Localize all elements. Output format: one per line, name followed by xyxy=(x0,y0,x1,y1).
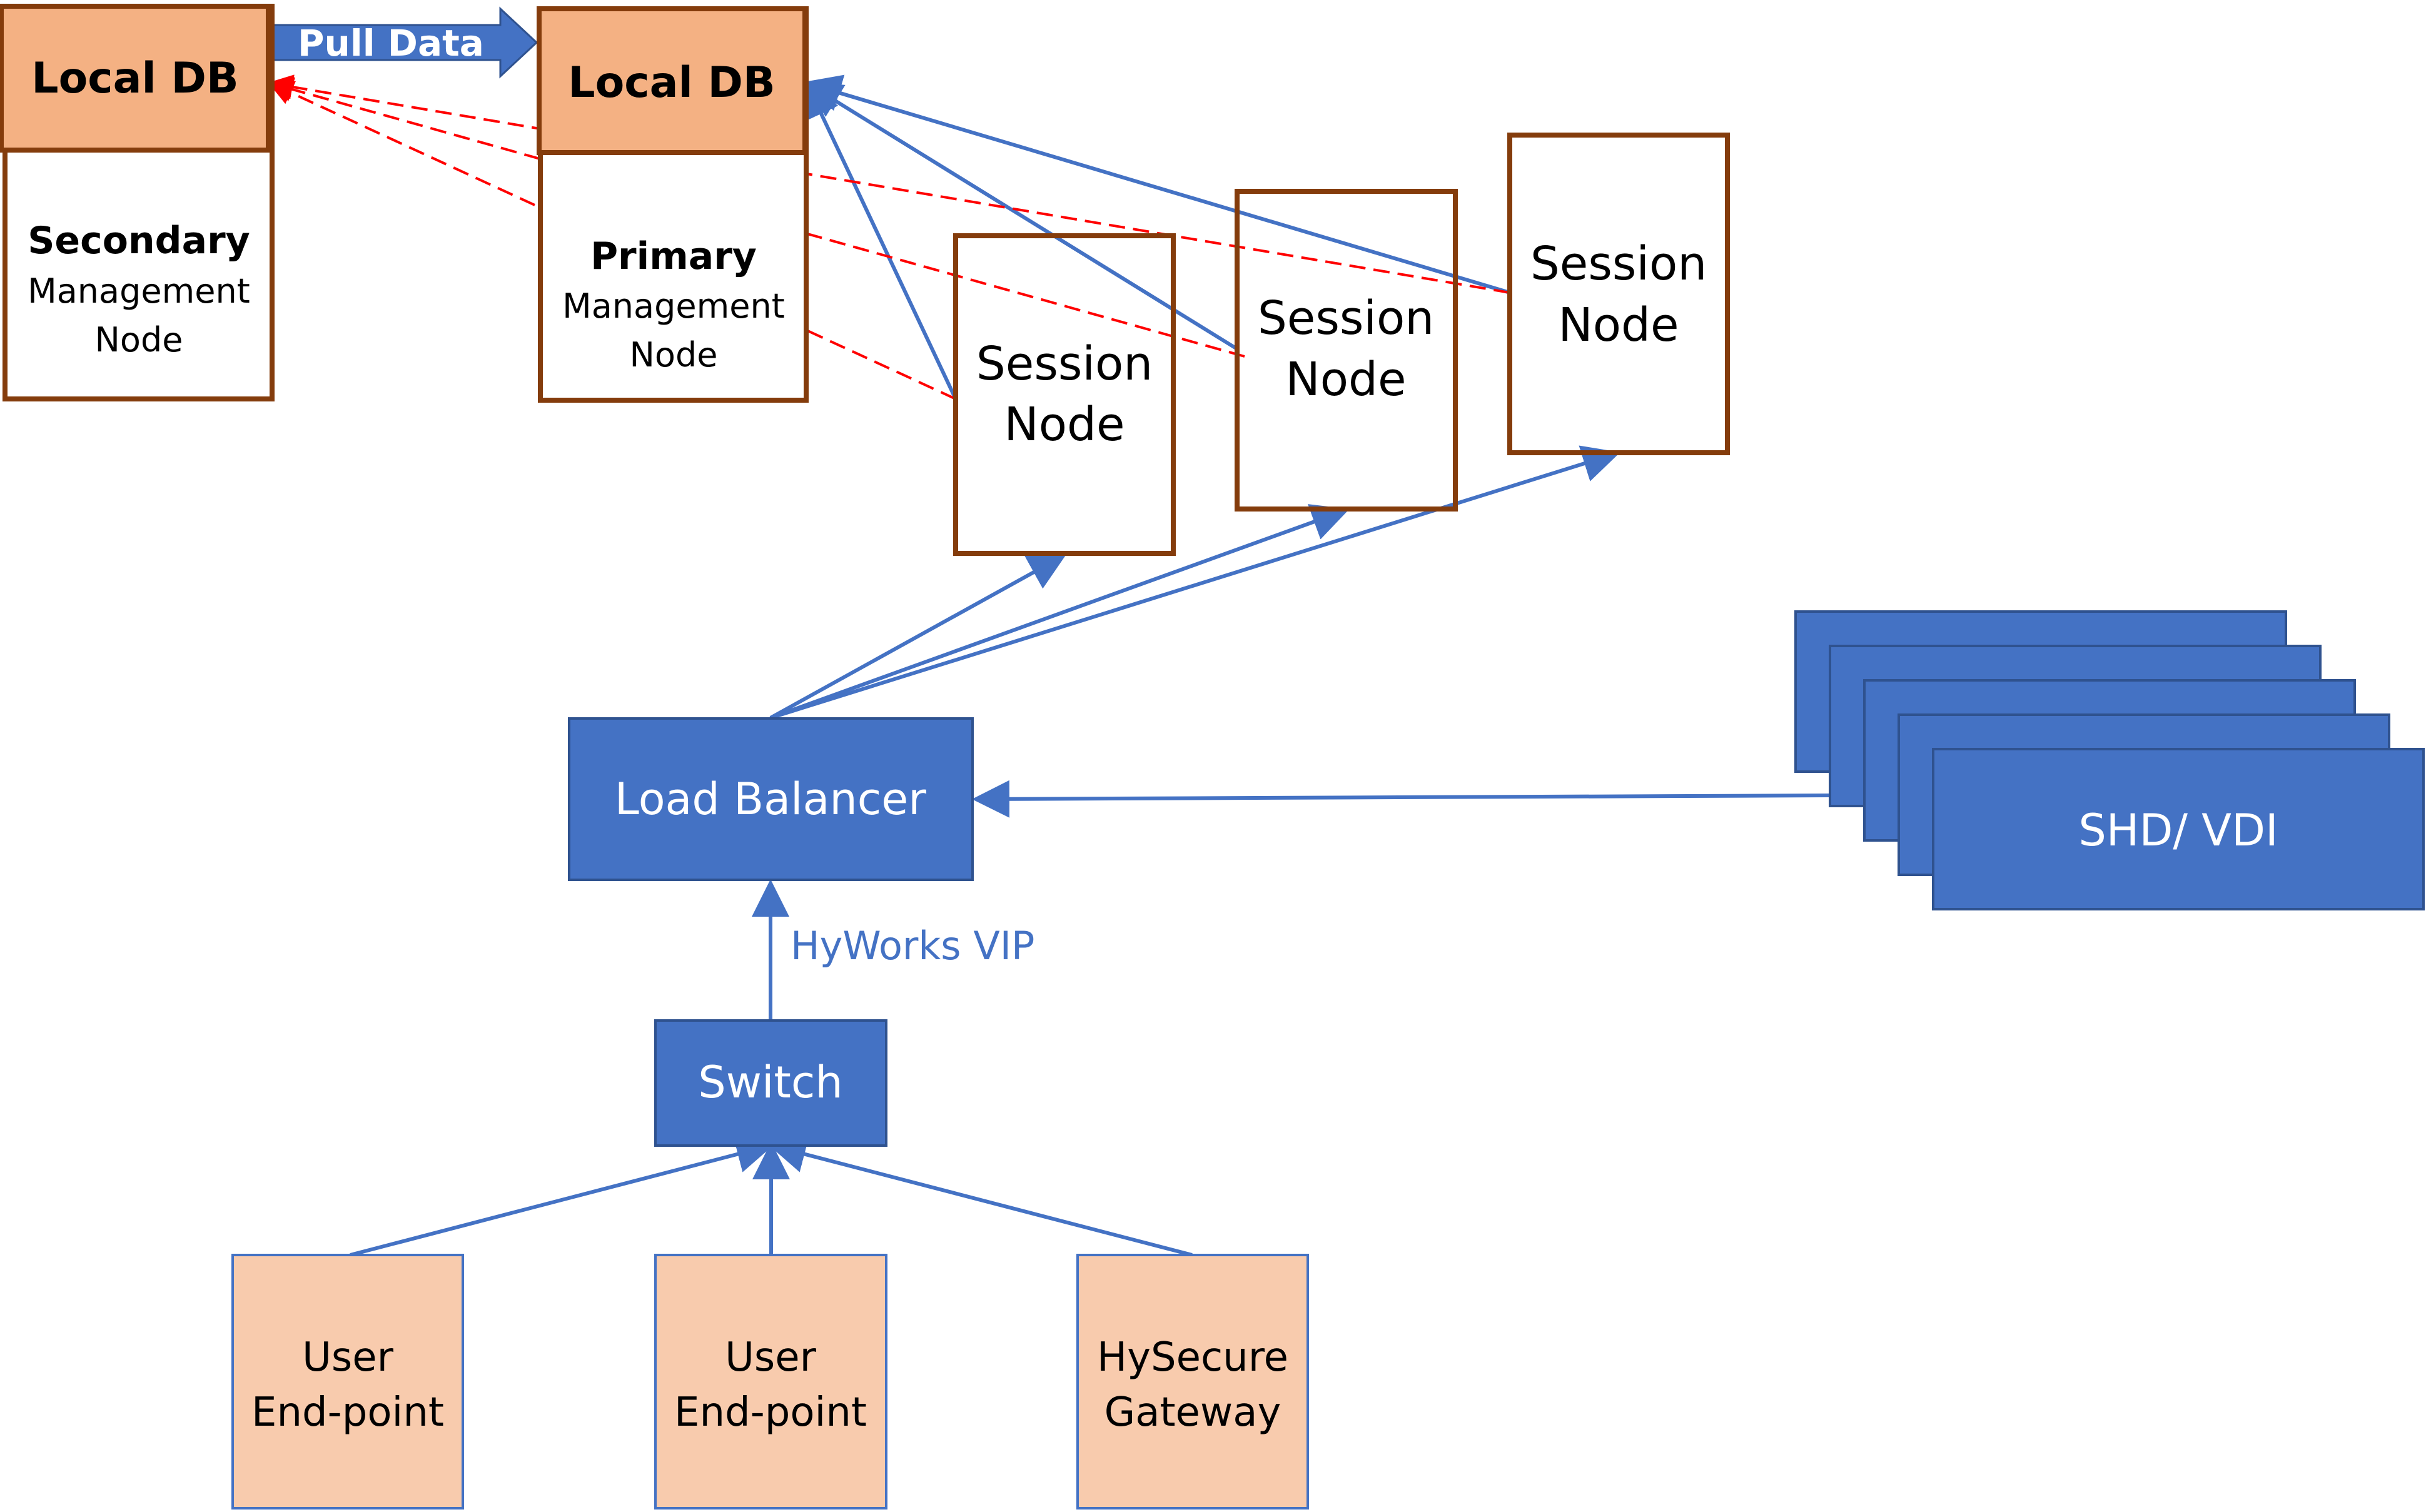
pull-data-arrow: Pull Data xyxy=(266,6,538,79)
endpoint-2-box xyxy=(654,1254,887,1509)
session-node-3-line2: Node xyxy=(1558,298,1679,352)
secondary-db-label: Local DB xyxy=(31,54,239,103)
pull-data-label: Pull Data xyxy=(298,22,484,64)
session-node-3-box xyxy=(1507,133,1730,455)
dashed-session3-to-secondary-db xyxy=(268,74,1510,294)
secondary-local-db xyxy=(0,4,271,153)
line-endpoint1-to-switch xyxy=(350,1136,774,1257)
line-gateway-to-switch xyxy=(768,1136,1193,1257)
primary-local-db xyxy=(537,6,807,155)
secondary-title: Secondary xyxy=(28,219,250,263)
session-node-2-line2: Node xyxy=(1285,353,1406,406)
shd-vdi-stack: SHD/ VDI xyxy=(1794,610,2425,910)
endpoint-1-line2: End-point xyxy=(251,1389,444,1436)
endpoint-2: User End-point xyxy=(654,1254,887,1509)
dashed-session2-to-secondary-db xyxy=(268,77,1245,358)
line-lb-to-session3 xyxy=(770,445,1620,720)
session-node-1-line1: Session xyxy=(976,337,1153,391)
session-node-3-line1: Session xyxy=(1530,237,1707,291)
secondary-sub1: Management xyxy=(28,271,250,311)
switch-box xyxy=(654,1019,887,1147)
endpoint-1-line1: User xyxy=(302,1334,394,1381)
shd-vdi-label: SHD/ VDI xyxy=(2078,805,2278,856)
endpoint-2-line1: User xyxy=(725,1334,817,1381)
line-vdi-to-lb xyxy=(972,780,1829,818)
hysecure-gateway-box xyxy=(1076,1254,1309,1509)
endpoint-1: User End-point xyxy=(231,1254,464,1509)
hyworks-vip-label: HyWorks VIP xyxy=(791,923,1034,969)
primary-db-label: Local DB xyxy=(568,58,776,108)
session-node-1-line2: Node xyxy=(1004,398,1125,451)
line-session3-to-primary-db xyxy=(803,74,1510,295)
session-node-2-line1: Session xyxy=(1258,291,1434,345)
session-node-1: Session Node xyxy=(953,233,1176,556)
switch: Switch xyxy=(654,1019,887,1147)
primary-title: Primary xyxy=(590,234,757,278)
secondary-management-node: Local DB Secondary Management Node xyxy=(0,4,275,401)
hysecure-gateway-line1: HySecure xyxy=(1097,1334,1288,1381)
session-node-2-box xyxy=(1235,189,1458,512)
session-node-2: Session Node xyxy=(1235,189,1458,512)
line-lb-to-session2 xyxy=(769,504,1350,720)
hysecure-gateway: HySecure Gateway xyxy=(1076,1254,1309,1509)
connectors xyxy=(268,74,1829,1257)
primary-management-node: Local DB Primary Management Node xyxy=(537,6,809,403)
primary-sub1: Management xyxy=(562,286,785,326)
session-node-1-box xyxy=(953,233,1176,556)
endpoint-2-line2: End-point xyxy=(674,1389,867,1436)
switch-label: Switch xyxy=(698,1057,842,1108)
vdi-box-layer-5 xyxy=(1932,748,2425,910)
load-balancer-box xyxy=(568,717,974,881)
session-node-3: Session Node xyxy=(1507,133,1730,455)
secondary-sub2: Node xyxy=(95,320,183,360)
line-session1-to-primary-db xyxy=(804,79,958,400)
line-session2-to-primary-db xyxy=(803,81,1238,351)
load-balancer-label: Load Balancer xyxy=(615,774,926,825)
endpoint-1-box xyxy=(231,1254,464,1509)
line-lb-to-session1 xyxy=(769,554,1067,720)
primary-sub2: Node xyxy=(630,335,718,375)
hysecure-gateway-line2: Gateway xyxy=(1104,1389,1281,1436)
load-balancer: Load Balancer xyxy=(568,717,974,881)
